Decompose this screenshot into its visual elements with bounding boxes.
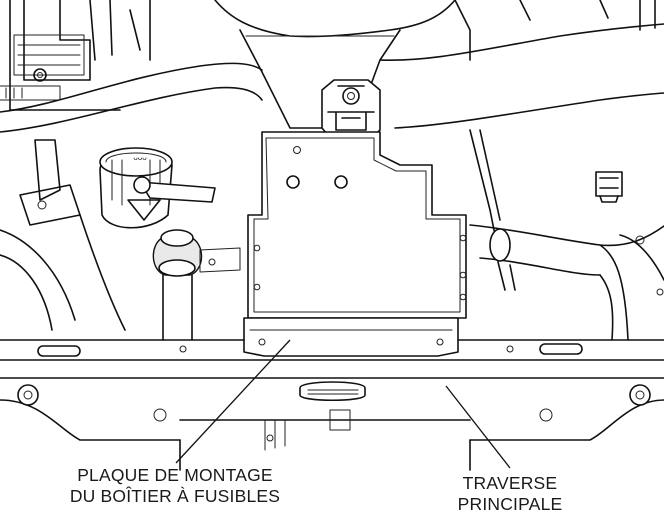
fuse-box-mounting-plate	[243, 131, 467, 357]
callout-fuse-box-mounting-plate: PLAQUE DE MONTAGE DU BOÎTIER À FUSIBLES	[30, 465, 320, 507]
callout-main-crossmember-line1: TRAVERSE	[462, 473, 558, 493]
leader-line-fuse-box-plate	[175, 339, 291, 464]
connector-bracket	[321, 79, 381, 141]
callout-main-crossmember: TRAVERSE PRINCIPALE	[410, 473, 610, 515]
leader-line-main-crossmember	[445, 385, 511, 469]
reservoir-cap-assembly: ᴗᴗᴗ	[0, 139, 216, 331]
svg-text:ᴗᴗᴗ: ᴗᴗᴗ	[133, 153, 147, 162]
upper-background-structures	[0, 0, 664, 261]
callout-leader-lines	[175, 339, 511, 469]
main-crossmember	[0, 339, 664, 471]
lower-left-hose	[152, 229, 241, 341]
callout-fuse-box-plate-line1: PLAQUE DE MONTAGE	[77, 465, 273, 485]
callout-main-crossmember-line2: PRINCIPALE	[457, 494, 563, 514]
right-side-components	[469, 171, 664, 341]
callout-fuse-box-plate-line2: DU BOÎTIER À FUSIBLES	[69, 486, 281, 506]
